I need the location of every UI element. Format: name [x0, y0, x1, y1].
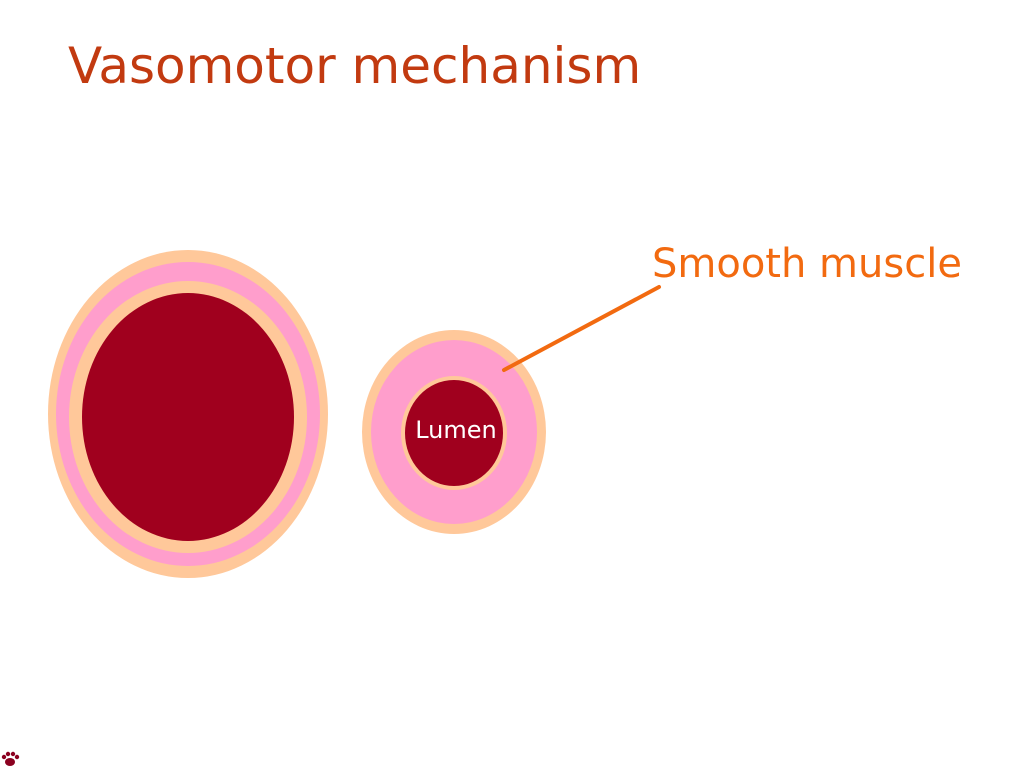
- constricted-vessel-lumen: [405, 380, 503, 486]
- paw-print-icon: [1, 751, 20, 766]
- smooth-muscle-label: Smooth muscle: [652, 241, 962, 287]
- lumen-label: Lumen: [415, 416, 497, 444]
- dilated-vessel: [48, 250, 328, 578]
- constricted-vessel: Lumen: [362, 330, 546, 534]
- callout-line: [502, 285, 661, 372]
- slide-title: Vasomotor mechanism: [68, 37, 642, 95]
- dilated-vessel-lumen: [82, 293, 294, 541]
